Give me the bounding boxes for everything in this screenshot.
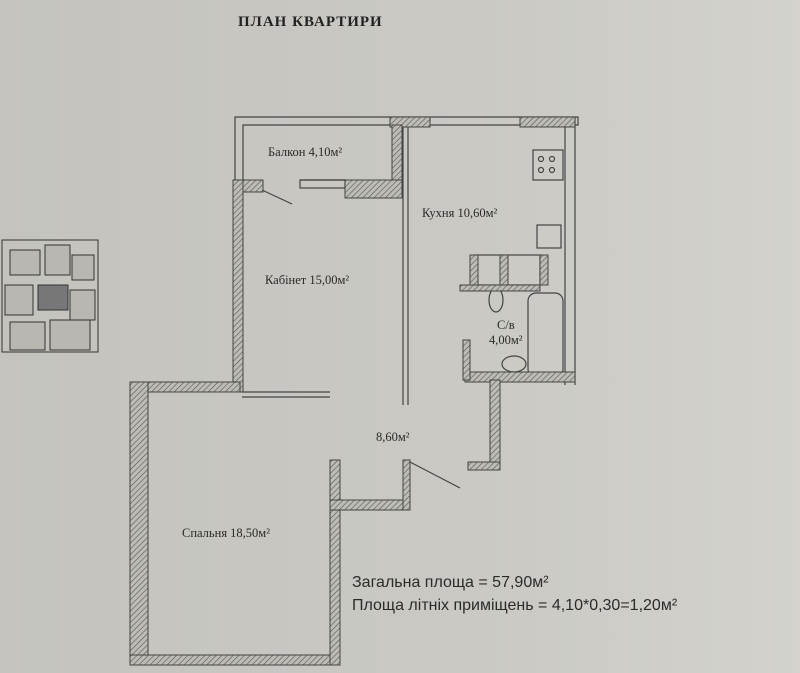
- room-label-bathroom-area: 4,00м²: [489, 333, 523, 347]
- page-title: ПЛАН КВАРТИРИ: [238, 14, 383, 30]
- room-label-bedroom: Спальня 18,50м²: [182, 526, 270, 540]
- site-plan-thumbnail: [1, 239, 99, 353]
- room-label-hall: 8,60м²: [376, 430, 410, 444]
- balcony-wall: [234, 116, 579, 180]
- cut-off-header-text: ‾‾‾‾‾‾‾‾‾‾‾‾‾‾‾‾‾‾‾‾‾‾‾: [430, 0, 537, 6]
- summer-area: Площа літніх приміщень = 4,10*0,30=1,20м…: [352, 597, 678, 614]
- total-area: Загальна площа = 57,90м²: [352, 574, 549, 591]
- room-label-office: Кабінет 15,00м²: [265, 273, 350, 287]
- room-label-balcony: Балкон 4,10м²: [268, 145, 343, 159]
- room-label-bathroom: С/в: [497, 318, 515, 332]
- room-label-kitchen: Кухня 10,60м²: [422, 206, 498, 220]
